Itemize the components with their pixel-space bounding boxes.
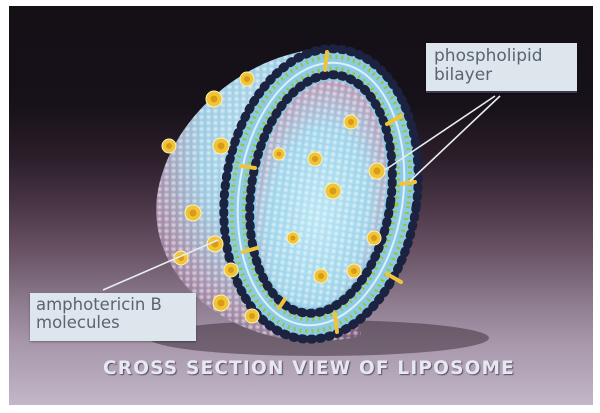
inner-cavity [255,80,387,308]
phospholipid-leader-1 [384,95,496,171]
amphotericin-label-line1: amphotericin B [36,295,162,314]
amphotericin-leader [102,239,219,291]
phospholipid-label-line1: phospholipid [434,46,543,66]
figure-caption: CROSS SECTION VIEW OF LIPOSOME [102,358,516,379]
phospholipid-leader-2 [409,95,501,182]
amphotericin-molecules [161,71,386,324]
phospholipid-label-line2: bilayer [434,65,493,86]
liposome-illustration: phospholipid bilayer amphotericin B mole… [9,6,593,405]
phospholipid-bilayer-label: phospholipid bilayer [426,43,577,93]
leader-lines [102,95,501,291]
amphotericin-label-line2: molecules [36,313,120,333]
amphotericin-b-label: amphotericin B molecules [30,293,196,341]
liposome-cross-section [102,44,501,356]
